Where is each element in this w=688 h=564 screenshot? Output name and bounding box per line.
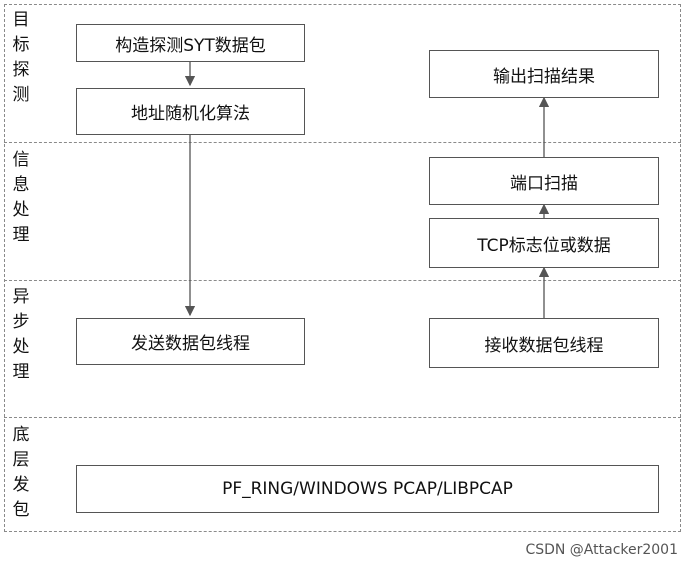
node-pf-ring: PF_RING/WINDOWS PCAP/LIBPCAP — [76, 465, 659, 513]
diagram-frame — [4, 4, 681, 532]
node-addr-random: 地址随机化算法 — [76, 88, 305, 135]
lane-label-async-processing: 异 步 处 理 — [12, 287, 30, 382]
lane-label-info-processing: 信 息 处 理 — [12, 150, 30, 245]
node-output-result: 输出扫描结果 — [429, 50, 659, 98]
lane-separator — [4, 142, 681, 143]
watermark: CSDN @Attacker2001 — [525, 542, 678, 558]
node-recv-thread: 接收数据包线程 — [429, 318, 659, 368]
node-tcp-flag: TCP标志位或数据 — [429, 218, 659, 268]
node-port-scan: 端口扫描 — [429, 157, 659, 205]
node-construct-syn: 构造探测SYT数据包 — [76, 24, 305, 62]
lane-label-target-detection: 目 标 探 测 — [12, 10, 30, 105]
lane-separator — [4, 417, 681, 418]
node-send-thread: 发送数据包线程 — [76, 318, 305, 365]
lane-label-bottom-send: 底 层 发 包 — [12, 425, 30, 520]
lane-separator — [4, 280, 681, 281]
